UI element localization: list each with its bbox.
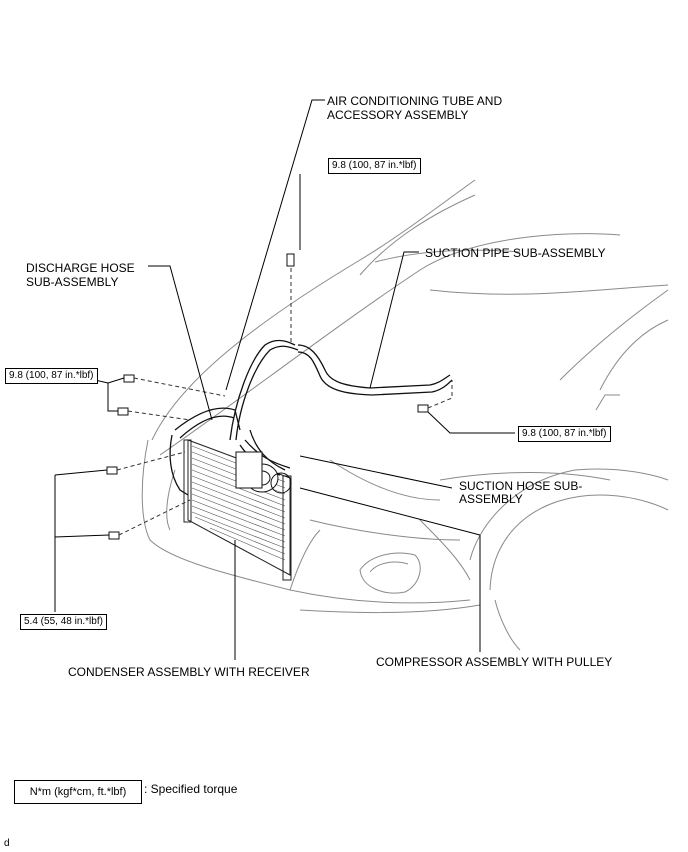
- refrigerant-pipes: [169, 339, 453, 496]
- right-bolt: [417, 404, 429, 413]
- label-compressor: COMPRESSOR ASSEMBLY WITH PULLEY: [376, 655, 613, 669]
- front-bumper: [141, 439, 471, 604]
- label-discharge-hose-line2: SUB-ASSEMBLY: [26, 275, 119, 289]
- torque-condenser-bolts: 5.4 (55, 48 in.*lbf): [20, 614, 107, 630]
- label-discharge-hose-line1: DISCHARGE HOSE: [26, 261, 135, 275]
- fog-lamp: [359, 552, 421, 594]
- label-condenser: CONDENSER ASSEMBLY WITH RECEIVER: [68, 665, 310, 679]
- torque-left-bolts: 9.8 (100, 87 in.*lbf): [5, 368, 98, 384]
- label-ac-tube-line2: ACCESSORY ASSEMBLY: [327, 108, 469, 122]
- condenser-bolt-lower: [108, 531, 120, 540]
- top-bolt: [286, 253, 295, 267]
- label-suction-hose-line1: SUCTION HOSE SUB-: [459, 479, 583, 493]
- front-wheel: [489, 494, 669, 591]
- left-bolt-lower: [117, 407, 129, 416]
- legend-unit-box: N*m (kgf*cm, ft.*lbf): [14, 780, 142, 804]
- windshield-outline: [429, 284, 669, 295]
- legend-description: : Specified torque: [144, 782, 238, 796]
- label-ac-tube-line1: AIR CONDITIONING TUBE AND: [327, 94, 503, 108]
- compressor-body: [235, 451, 292, 494]
- label-suction-pipe: SUCTION PIPE SUB-ASSEMBLY: [425, 246, 606, 260]
- condenser-bolt-upper: [106, 466, 118, 475]
- left-bolt-upper: [123, 374, 135, 383]
- leader-lines: [30, 99, 515, 660]
- label-suction-hose-line2: ASSEMBLY: [459, 492, 523, 506]
- torque-right-bolt: 9.8 (100, 87 in.*lbf): [518, 426, 611, 442]
- hood-outline: [151, 179, 476, 441]
- bolts: [106, 253, 429, 540]
- front-fender: [469, 468, 669, 561]
- footer-code: d: [4, 838, 10, 849]
- torque-top-bolt: 9.8 (100, 87 in.*lbf): [328, 158, 421, 174]
